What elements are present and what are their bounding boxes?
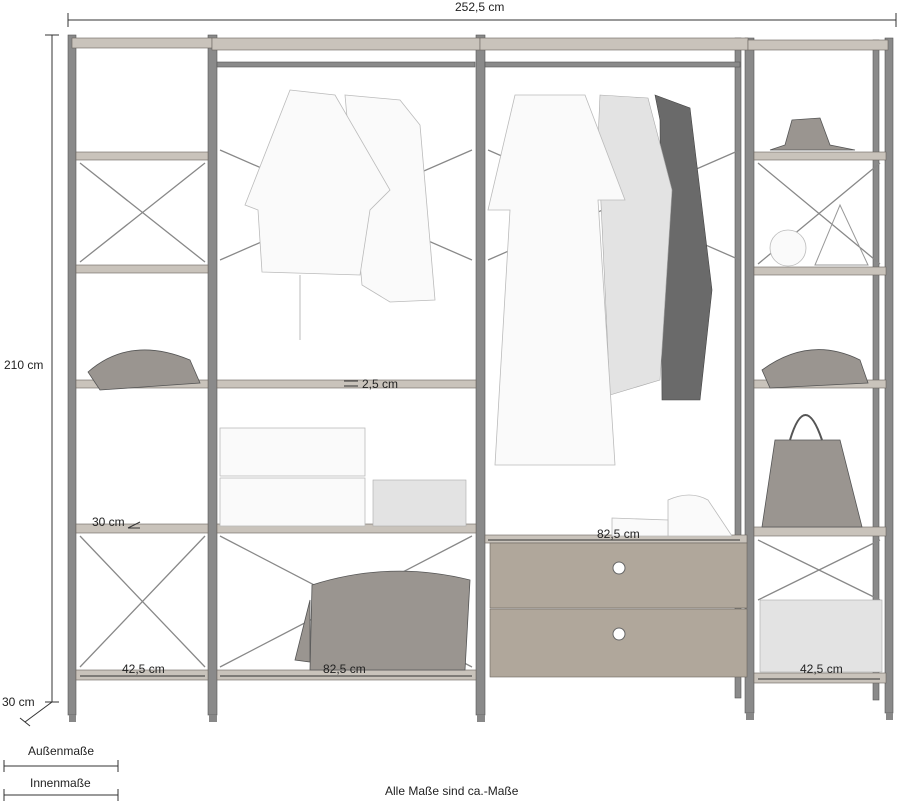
left-compartment-label: 42,5 cm — [122, 662, 165, 676]
post-5 — [884, 37, 894, 714]
dimension-markers — [127, 380, 358, 529]
height-dimension — [45, 34, 59, 703]
drawer-width-label: 82,5 cm — [597, 527, 640, 541]
hanging-dresses — [487, 94, 713, 466]
folded-scarves — [87, 349, 869, 391]
woven-basket — [759, 599, 883, 673]
drawer-top — [489, 542, 748, 609]
middle-compartment-label: 82,5 cm — [323, 662, 366, 676]
shelf-depth-label: 30 cm — [92, 515, 125, 529]
right-compartment-label: 42,5 cm — [800, 662, 843, 676]
post-2 — [207, 34, 218, 716]
drawer-bottom — [489, 608, 748, 678]
top-beams — [71, 37, 889, 51]
travel-bag — [294, 570, 471, 671]
inner-width-lines — [80, 539, 880, 680]
legend-inner-label: Innenmaße — [30, 776, 91, 790]
handbag — [761, 414, 863, 528]
rod-thickness-label: 2,5 cm — [362, 377, 399, 391]
footnote: Alle Maße sind ca.-Maße — [385, 784, 519, 798]
depth-dimension — [19, 701, 53, 727]
right-decor — [769, 117, 869, 267]
hanging-shirts — [244, 89, 436, 340]
legend-outer-label: Außenmaße — [28, 744, 95, 758]
left-braces — [79, 162, 206, 668]
drawer-section — [484, 149, 748, 678]
height-label: 210 cm — [4, 358, 44, 372]
sandals — [611, 494, 733, 537]
total-width-label: 252,5 cm — [455, 0, 505, 14]
post-3 — [475, 34, 486, 716]
hanging-rods — [216, 61, 741, 68]
storage-boxes — [219, 427, 467, 527]
feet — [69, 713, 893, 722]
total-width-dimension — [67, 13, 897, 27]
post-1 — [67, 34, 77, 716]
depth-label: 30 cm — [2, 695, 35, 709]
legend-lines — [3, 760, 119, 801]
